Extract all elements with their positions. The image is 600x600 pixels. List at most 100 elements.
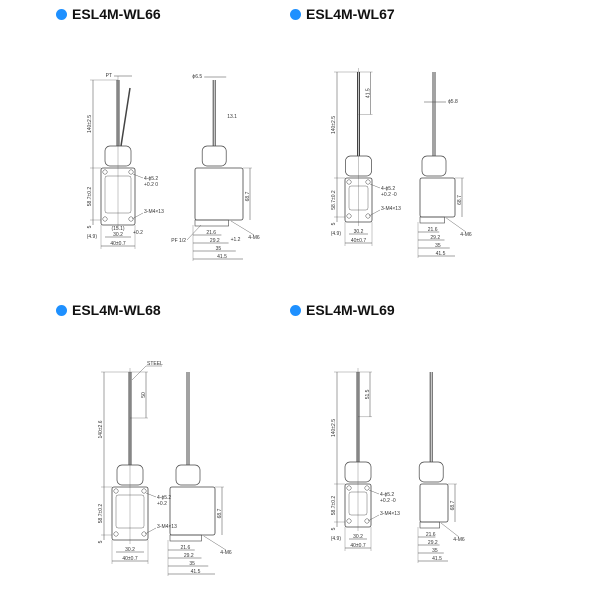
dim-label-holes: 4-ϕ5.2	[157, 495, 171, 501]
dim-label-h140: 140±2.5	[331, 116, 337, 134]
mounting-hole	[346, 518, 352, 524]
dim-label-holestol: +0.2 -0	[380, 498, 396, 504]
dim-label-s415: 41.5	[432, 556, 442, 562]
dim-label-w49: (4.9)	[331, 536, 342, 542]
dim-label-h58: 58.7±0.2	[98, 504, 104, 524]
actuator-head-side	[201, 145, 227, 167]
mounting-hole	[346, 213, 352, 219]
dim-label-w30: 30.2	[354, 229, 364, 235]
dim-label-dia: ϕ5.8	[448, 99, 458, 105]
actuator-head-side	[418, 461, 444, 483]
switch-body-side	[419, 483, 449, 523]
line	[440, 522, 460, 538]
line	[368, 209, 381, 217]
dim-label-pf: PF 1/2	[171, 238, 186, 244]
dim-label-screws: 3-M4×13	[381, 206, 401, 212]
title-text: ESL4M-WL67	[306, 6, 395, 22]
bullet-icon	[56, 8, 67, 20]
line	[186, 224, 202, 241]
mounting-hole	[346, 179, 352, 185]
dim-label-w30tol: +0.2	[133, 230, 143, 236]
mounting-hole	[128, 216, 134, 222]
dim-label-s292tol: +1.2	[231, 237, 241, 243]
dim-label-s35: 35	[189, 561, 195, 567]
line	[144, 527, 157, 535]
line	[230, 220, 255, 236]
dim-label-s35: 35	[216, 246, 222, 252]
switch-body-side	[194, 167, 244, 221]
drawing-ESL4M-WL69: 140±2.558.7±0.2530.240±0.7(4.9)4-ϕ5.2+0.…	[331, 368, 465, 563]
dim-label-s415: 41.5	[191, 569, 201, 575]
dim-label-s216: 21.6	[181, 545, 191, 551]
dim-label-m6: 4-M6	[453, 537, 465, 543]
bullet-icon	[56, 304, 67, 316]
line	[131, 212, 144, 220]
dim-label-w40: 40±0.7	[122, 556, 137, 562]
dim-label-d131: 13.1	[227, 114, 237, 120]
mounting-hole	[128, 169, 134, 175]
dim-label-h5: 5	[331, 527, 337, 530]
dim-label-h140: 140±2.5	[331, 419, 337, 437]
dim-label-m6: 4-M6	[248, 235, 260, 241]
dim-label-s687: 68.7	[217, 508, 223, 518]
bullet-icon	[290, 304, 301, 316]
drawing-ESL4M-WL66: 140±2.558.7±0.2530.240±0.7(4.9)(15.1)4-ϕ…	[87, 73, 260, 261]
dim-label-holestol: +0.2 0	[144, 182, 158, 188]
drawing-ESL4M-WL68: 140±2.658.7±0.2530.240±0.74-ϕ5.2+0.23-M4…	[98, 361, 232, 576]
line	[203, 535, 227, 551]
mounting-hole	[364, 485, 370, 491]
conduit-base	[419, 216, 445, 224]
actuator-head-side	[175, 464, 201, 486]
dim-label-s35: 35	[435, 243, 441, 249]
bullet-icon	[290, 8, 301, 20]
dim-label-w30: 30.2	[125, 547, 135, 553]
line	[369, 183, 381, 189]
dim-label-h5: 5	[331, 222, 337, 225]
conduit-base	[169, 534, 202, 542]
mounting-hole	[365, 213, 371, 219]
dim-label-s415: 41.5	[217, 254, 227, 260]
dim-label-s687: 68.7	[450, 500, 456, 510]
dim-label-screws: 3-M4×13	[157, 524, 177, 530]
line	[120, 87, 131, 147]
dim-label-s292: 29.2	[430, 235, 440, 241]
dim-label-m6: 4-M6	[220, 550, 232, 556]
dim-label-h140: 140±2.5	[87, 115, 93, 133]
conduit-base	[194, 219, 229, 227]
line	[446, 217, 467, 233]
dim-label-screws: 3-M4×13	[380, 511, 400, 517]
mounting-hole	[102, 169, 108, 175]
dim-label-holestol: +0.2 -0	[381, 192, 397, 198]
dim-label-s292: 29.2	[210, 238, 220, 244]
dim-label-m6: 4-M6	[460, 232, 472, 238]
mounting-hole	[364, 518, 370, 524]
mounting-hole	[102, 216, 108, 222]
dim-label-dia: ϕ6.5	[192, 74, 202, 80]
dim-label-screws: 3-M4×13	[144, 209, 164, 215]
dim-label-s687: 68.7	[457, 195, 463, 205]
dim-label-pt: PT	[106, 73, 112, 79]
actuator-head-side	[421, 155, 447, 177]
dim-label-h5: 5	[98, 540, 104, 543]
dim-label-s687: 68.7	[245, 191, 251, 201]
mounting-hole	[365, 179, 371, 185]
dim-label-w151: (15.1)	[111, 226, 124, 232]
dim-label-s415: 41.5	[436, 251, 446, 257]
title-text: ESL4M-WL66	[72, 6, 161, 22]
dim-label-lever: 51.5	[365, 389, 371, 399]
conduit-base	[419, 521, 440, 529]
dim-label-holestol: +0.2	[157, 501, 167, 507]
dim-label-s216: 21.6	[428, 227, 438, 233]
drawing-ESL4M-WL67: 140±2.558.7±0.2530.240±0.7(4.9)4-ϕ5.2+0.…	[331, 68, 472, 258]
dim-label-h58: 58.7±0.2	[331, 496, 337, 516]
dim-label-s35: 35	[432, 548, 438, 554]
panel-title-wl69: ESL4M-WL69	[290, 302, 395, 318]
dim-label-h58: 58.7±0.2	[331, 190, 337, 210]
dim-label-s292: 29.2	[428, 540, 438, 546]
line	[368, 489, 380, 495]
line	[145, 492, 157, 498]
dim-label-w30: 30.2	[113, 232, 123, 238]
dim-label-h5: 5	[87, 225, 93, 228]
line	[131, 365, 147, 381]
